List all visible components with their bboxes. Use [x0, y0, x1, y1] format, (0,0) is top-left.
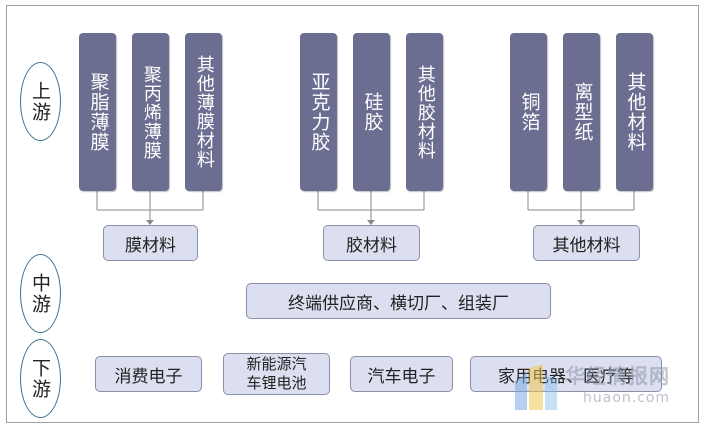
- watermark-cn-text: 华经情报网: [565, 364, 670, 388]
- other-material-box: 其他材料: [533, 225, 640, 261]
- watermark: 华经情报网 huaon.com: [505, 356, 695, 416]
- upstream-adhesive-item-2: 硅胶: [353, 33, 390, 191]
- upstream-film-item-1: 聚脂薄膜: [79, 33, 116, 191]
- upstream-film-item-2: 聚丙烯薄膜: [132, 33, 169, 191]
- watermark-logo-icon: [515, 364, 557, 410]
- downstream-item-ev-battery: 新能源汽 车锂电池: [223, 353, 330, 395]
- stage-upstream-label: 上游: [20, 62, 61, 141]
- downstream-item-ev-battery-line2: 车锂电池: [246, 374, 307, 392]
- downstream-item-consumer-electronics: 消费电子: [95, 356, 202, 392]
- downstream-item-auto-electronics: 汽车电子: [350, 356, 453, 392]
- upstream-other-item-3: 其他材料: [616, 33, 653, 191]
- midstream-box: 终端供应商、横切厂、组装厂: [246, 283, 551, 319]
- watermark-en-text: huaon.com: [583, 390, 671, 406]
- upstream-other-item-2: 离型纸: [563, 33, 600, 191]
- stage-downstream-label: 下游: [20, 339, 61, 418]
- film-material-box: 膜材料: [103, 225, 198, 261]
- upstream-film-item-3: 其他薄膜材料: [185, 33, 222, 191]
- adhesive-material-box: 胶材料: [323, 225, 420, 261]
- upstream-adhesive-item-1: 亚克力胶: [300, 33, 337, 191]
- stage-midstream-label: 中游: [20, 254, 61, 333]
- upstream-adhesive-item-3: 其他胶材料: [406, 33, 443, 191]
- upstream-other-item-1: 铜箔: [510, 33, 547, 191]
- downstream-item-ev-battery-line1: 新能源汽: [246, 355, 307, 374]
